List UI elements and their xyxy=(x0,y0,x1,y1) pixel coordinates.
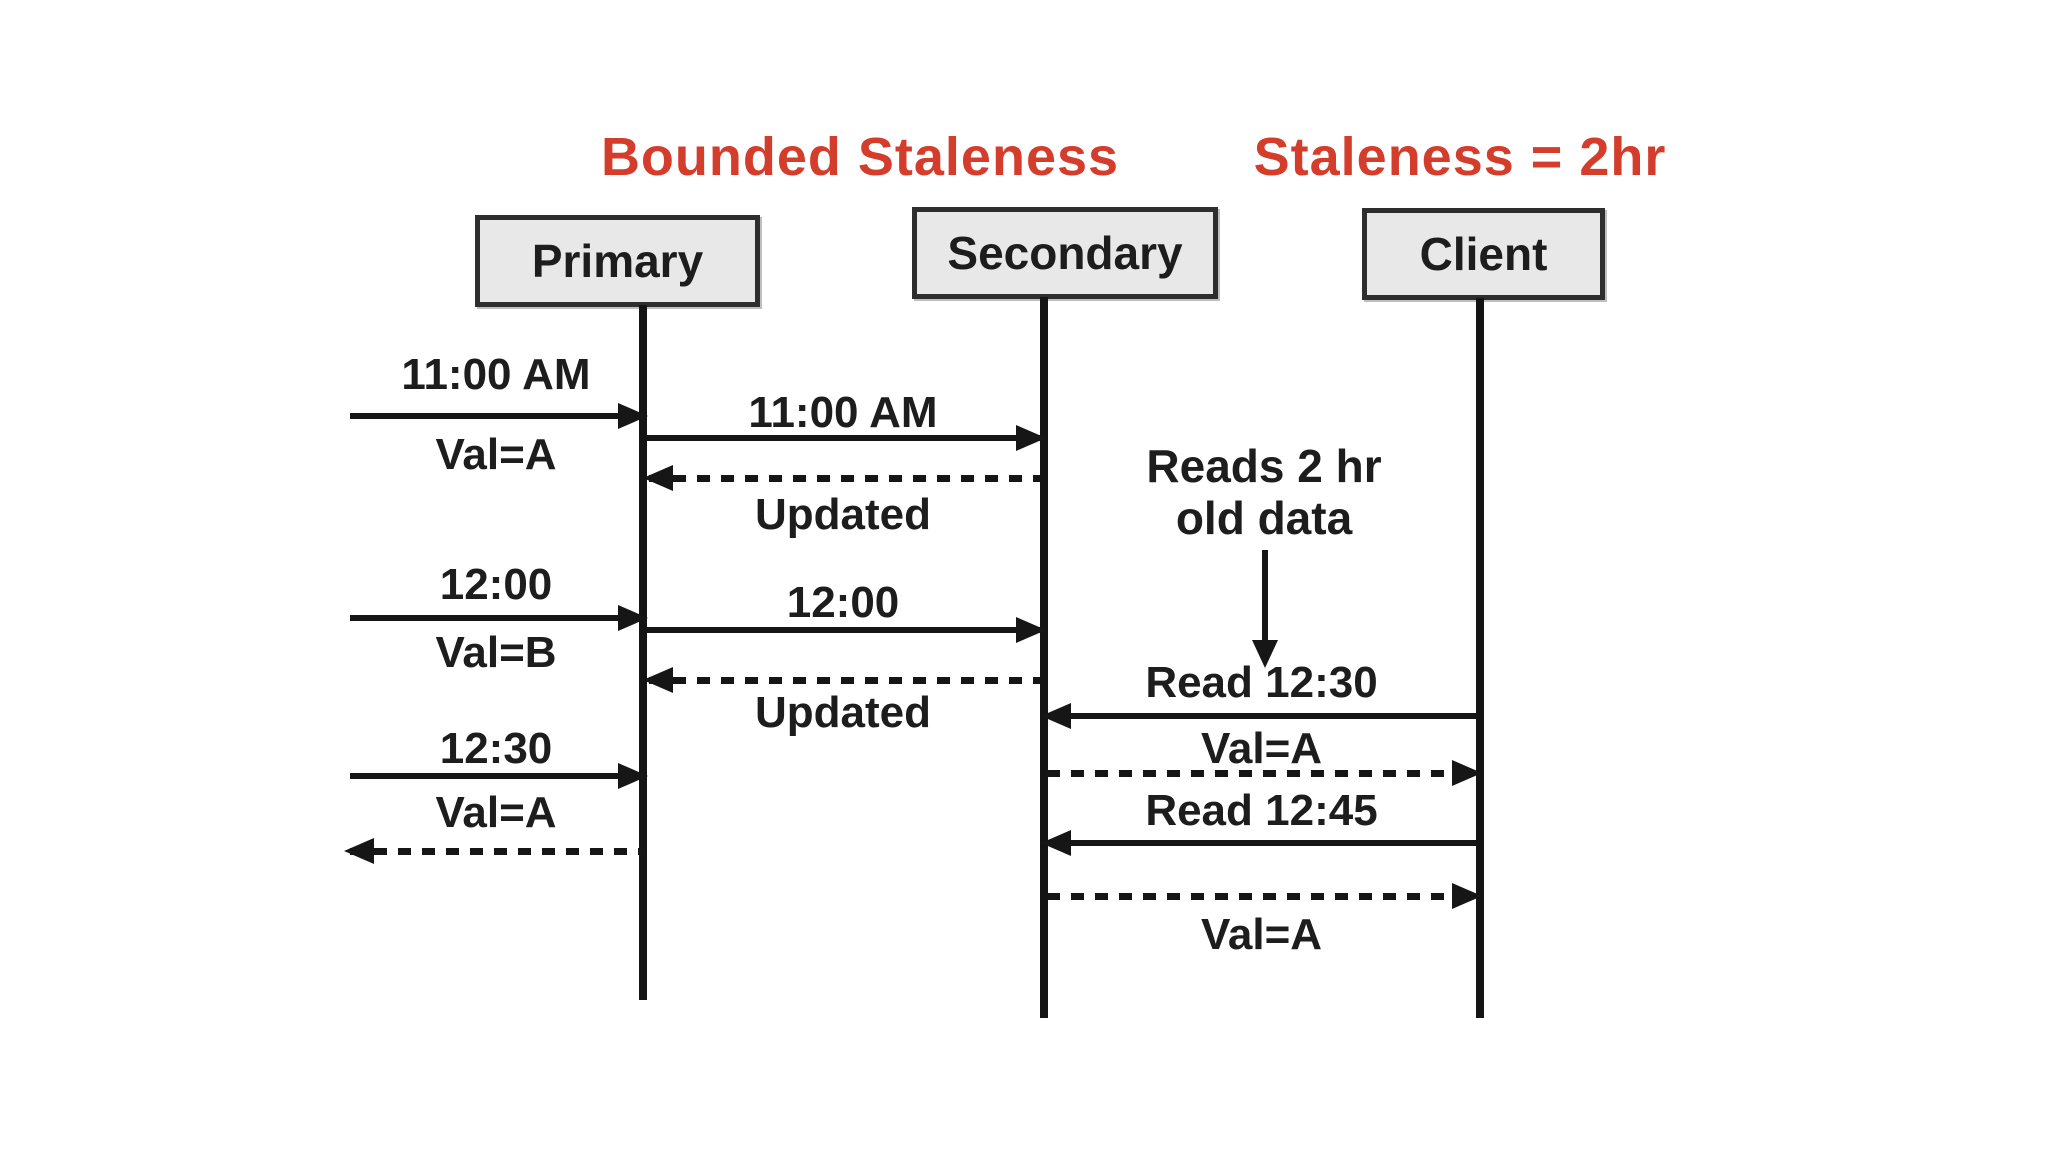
write3-arrow xyxy=(350,763,648,789)
write1-arrow xyxy=(350,403,648,429)
read1-request-label: Read 12:30 xyxy=(1145,658,1378,707)
replication1-ack-arrowhead-icon xyxy=(643,465,673,491)
read2-response-arrow xyxy=(1047,883,1482,909)
replication1-ack-arrow xyxy=(643,465,1040,491)
actor-box-primary: Primary xyxy=(475,215,760,307)
write2-time-label: 12:00 xyxy=(439,560,553,609)
write2-arrow xyxy=(350,605,648,631)
read1-response-arrowhead-icon xyxy=(1452,760,1482,786)
actor-box-client: Client xyxy=(1362,208,1605,300)
note-pointer-arrowhead-icon xyxy=(1252,640,1278,668)
note-line2: old data xyxy=(1175,492,1353,544)
replication2-ack-label: Updated xyxy=(755,688,931,737)
replication2-arrowhead-icon xyxy=(1016,617,1046,643)
lifeline-primary xyxy=(639,305,647,1000)
read1-request-arrowhead-icon xyxy=(1041,703,1071,729)
read2-request-arrow xyxy=(1041,830,1476,856)
title-bounded-staleness: Bounded Staleness xyxy=(600,127,1120,187)
read2-response-arrowhead-icon xyxy=(1452,883,1482,909)
actor-label-primary: Primary xyxy=(531,235,704,287)
write1-value-label: Val=A xyxy=(435,430,557,479)
write1-arrowhead-icon xyxy=(618,403,648,429)
replication2-ack-arrow xyxy=(643,667,1040,693)
write2-value-label: Val=B xyxy=(435,628,557,677)
note-pointer-arrow xyxy=(1252,550,1278,668)
lifeline-secondary xyxy=(1040,297,1048,1018)
replication1-arrowhead-icon xyxy=(1016,425,1046,451)
write3-arrowhead-icon xyxy=(618,763,648,789)
note-line1: Reads 2 hr xyxy=(1146,440,1382,492)
replication1-time-label: 11:00 AM xyxy=(748,388,938,437)
read1-response-label: Val=A xyxy=(1200,724,1323,773)
write1-time-label: 11:00 AM xyxy=(401,350,591,399)
actor-label-client: Client xyxy=(1419,228,1548,280)
replication2-ack-arrowhead-icon xyxy=(643,667,673,693)
actor-label-secondary: Secondary xyxy=(947,227,1183,279)
replication1-arrow xyxy=(646,425,1046,451)
read2-request-label: Read 12:45 xyxy=(1145,786,1378,835)
lifeline-client xyxy=(1476,298,1484,1018)
write3-value-label: Val=A xyxy=(435,788,557,837)
actor-box-secondary: Secondary xyxy=(912,207,1218,299)
replication2-arrow xyxy=(646,617,1046,643)
title-staleness-2hr: Staleness = 2hr xyxy=(1253,127,1667,187)
write3-ack-arrowhead-icon xyxy=(344,838,374,864)
write3-ack-arrow xyxy=(344,838,645,864)
read1-response-arrow xyxy=(1047,760,1482,786)
read2-request-arrowhead-icon xyxy=(1041,830,1071,856)
write2-arrowhead-icon xyxy=(618,605,648,631)
replication2-time-label: 12:00 xyxy=(786,578,900,627)
write3-time-label: 12:30 xyxy=(439,724,553,773)
replication1-ack-label: Updated xyxy=(755,490,931,539)
read2-response-label: Val=A xyxy=(1200,910,1323,959)
read1-request-arrow xyxy=(1041,703,1476,729)
